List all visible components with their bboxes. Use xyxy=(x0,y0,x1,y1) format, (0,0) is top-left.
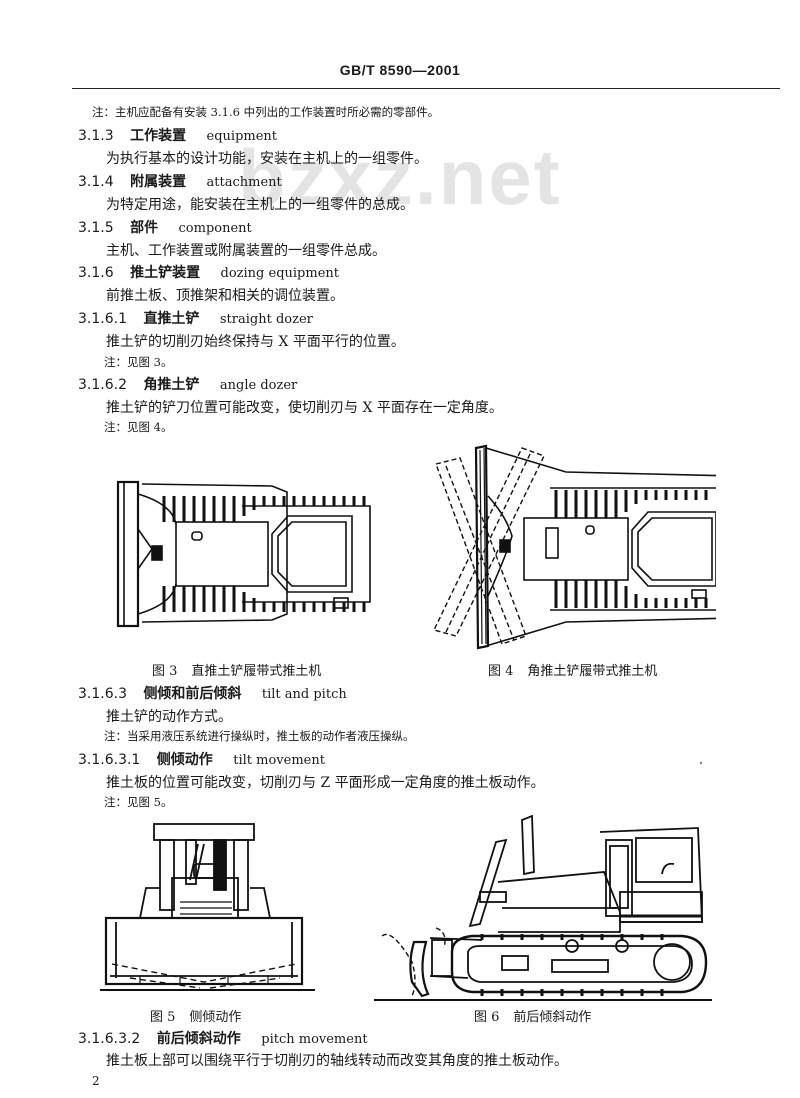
section-number: 3.1.5 xyxy=(78,220,114,236)
standard-code-header: GB/T 8590—2001 xyxy=(339,62,461,78)
figure-6-caption: 图 6 前后倾斜动作 xyxy=(474,1006,591,1025)
term-chinese: 推土铲装置 xyxy=(130,265,201,281)
figure-6-pitch-movement xyxy=(372,812,712,1002)
watermark: bzxz.net xyxy=(238,133,562,221)
term-chinese: 直推土铲 xyxy=(143,311,200,327)
term-chinese: 前后倾斜动作 xyxy=(156,1031,241,1047)
section-heading: 3.1.6.3 侧倾和前后倾斜 tilt and pitch xyxy=(78,683,347,703)
term-english: dozing equipment xyxy=(220,266,339,281)
section-heading: 3.1.6 推土铲装置 dozing equipment xyxy=(78,262,339,282)
figure-4-angle-dozer xyxy=(426,436,716,658)
figure-title: 直推土铲履带式推土机 xyxy=(191,664,322,679)
section-number: 3.1.6.3.1 xyxy=(78,752,141,768)
section-definition: 推土铲的切削刃始终保持与 X 平面平行的位置。 xyxy=(106,334,405,350)
page-number: 2 xyxy=(92,1074,100,1088)
term-english: tilt and pitch xyxy=(261,687,347,702)
section-number: 3.1.6.2 xyxy=(78,377,127,393)
scan-speck xyxy=(700,762,702,764)
section-heading: 3.1.6.1 直推土铲 straight dozer xyxy=(78,308,313,328)
section-definition: 主机、工作装置或附属装置的一组零件总成。 xyxy=(106,243,386,259)
figure-4-caption: 图 4 角推土铲履带式推土机 xyxy=(488,660,657,679)
section-definition: 推土板上部可以围绕平行于切削刃的轴线转动而改变其角度的推土板动作。 xyxy=(106,1053,568,1069)
figure-number: 图 3 xyxy=(152,664,178,679)
figure-title: 角推土铲履带式推土机 xyxy=(527,664,658,679)
section-note: 注：见图 5。 xyxy=(104,795,173,809)
section-note: 注：见图 3。 xyxy=(104,355,173,369)
section-heading: 3.1.4 附属装置 attachment xyxy=(78,171,282,191)
term-chinese: 侧倾和前后倾斜 xyxy=(143,686,242,702)
section-heading: 3.1.6.3.1 侧倾动作 tilt movement xyxy=(78,749,325,769)
term-english: equipment xyxy=(206,129,278,144)
section-number: 3.1.6.1 xyxy=(78,311,127,327)
figure-3-straight-dozer xyxy=(112,474,382,634)
figure-5-caption: 图 5 侧倾动作 xyxy=(150,1006,241,1025)
section-definition: 前推土板、顶推架和相关的调位装置。 xyxy=(106,288,344,304)
section-number: 3.1.6.3.2 xyxy=(78,1031,141,1047)
term-english: straight dozer xyxy=(219,312,313,327)
note-top: 注：主机应配备有安装 3.1.6 中列出的工作装置时所必需的零部件。 xyxy=(92,105,440,119)
section-heading: 3.1.6.3.2 前后倾斜动作 pitch movement xyxy=(78,1028,368,1048)
term-english: component xyxy=(178,221,252,236)
term-english: tilt movement xyxy=(233,753,325,768)
section-definition: 推土铲的铲刀位置可能改变，使切削刃与 X 平面存在一定角度。 xyxy=(106,400,503,416)
section-number: 3.1.6 xyxy=(78,265,114,281)
figure-5-tilt-movement xyxy=(100,818,315,998)
section-heading: 3.1.3 工作装置 equipment xyxy=(78,125,277,145)
figure-title: 侧倾动作 xyxy=(189,1010,242,1025)
section-note: 注：见图 4。 xyxy=(104,420,173,434)
figure-title: 前后倾斜动作 xyxy=(513,1010,592,1025)
term-english: angle dozer xyxy=(219,378,298,393)
term-chinese: 角推土铲 xyxy=(143,377,200,393)
section-note: 注：当采用液压系统进行操纵时，推土板的动作者液压操纵。 xyxy=(104,729,415,743)
term-english: pitch movement xyxy=(261,1032,368,1047)
term-chinese: 工作装置 xyxy=(130,128,187,144)
figure-number: 图 5 xyxy=(150,1010,176,1025)
section-definition: 为执行基本的设计功能，安装在主机上的一组零件。 xyxy=(106,151,428,167)
section-heading: 3.1.6.2 角推土铲 angle dozer xyxy=(78,374,297,394)
term-chinese: 附属装置 xyxy=(130,174,187,190)
term-chinese: 部件 xyxy=(130,220,159,236)
section-heading: 3.1.5 部件 component xyxy=(78,217,252,237)
section-definition: 推土板的位置可能改变，切削刃与 Z 平面形成一定角度的推土板动作。 xyxy=(106,775,545,791)
section-definition: 推土铲的动作方式。 xyxy=(106,709,232,725)
figure-number: 图 4 xyxy=(488,664,514,679)
section-number: 3.1.3 xyxy=(78,128,114,144)
figure-3-caption: 图 3 直推土铲履带式推土机 xyxy=(152,660,321,679)
figure-number: 图 6 xyxy=(474,1010,500,1025)
section-definition: 为特定用途，能安装在主机上的一组零件的总成。 xyxy=(106,197,414,213)
term-english: attachment xyxy=(206,175,282,190)
section-number: 3.1.6.3 xyxy=(78,686,127,702)
header-rule xyxy=(72,88,780,89)
section-number: 3.1.4 xyxy=(78,174,114,190)
term-chinese: 侧倾动作 xyxy=(156,752,213,768)
